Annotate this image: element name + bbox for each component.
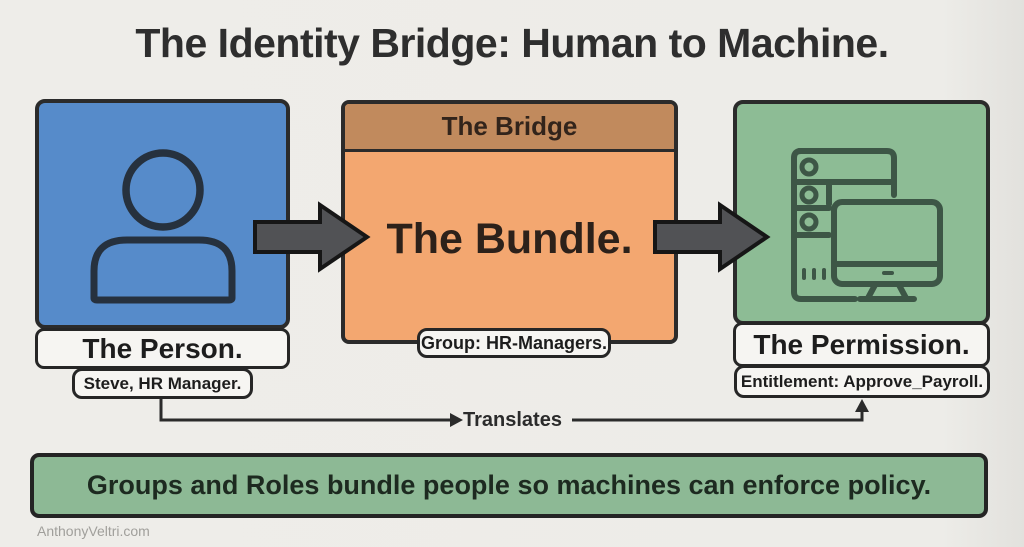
arrowhead-up-icon	[855, 399, 869, 412]
permission-sublabel: Entitlement: Approve_Payroll.	[734, 365, 990, 398]
permission-box	[733, 100, 990, 325]
summary-banner: Groups and Roles bundle people so machin…	[30, 453, 988, 518]
page-title: The Identity Bridge: Human to Machine.	[135, 20, 889, 66]
permission-label: The Permission.	[733, 322, 990, 367]
person-icon	[90, 149, 236, 304]
person-label: The Person.	[35, 328, 290, 369]
arrow-right-icon	[653, 201, 771, 273]
person-box	[35, 99, 290, 329]
bridge-header: The Bridge	[345, 104, 674, 152]
bridge-box: The Bridge The Bundle.	[341, 100, 678, 344]
arrow-right-icon	[253, 201, 371, 273]
bridge-sublabel: Group: HR-Managers.	[417, 328, 611, 358]
watermark: AnthonyVeltri.com	[37, 523, 150, 539]
person-sublabel: Steve, HR Manager.	[72, 368, 253, 399]
bridge-body-label: The Bundle.	[386, 214, 633, 263]
translates-label: Translates	[463, 409, 562, 431]
server-monitor-icon	[791, 148, 943, 302]
